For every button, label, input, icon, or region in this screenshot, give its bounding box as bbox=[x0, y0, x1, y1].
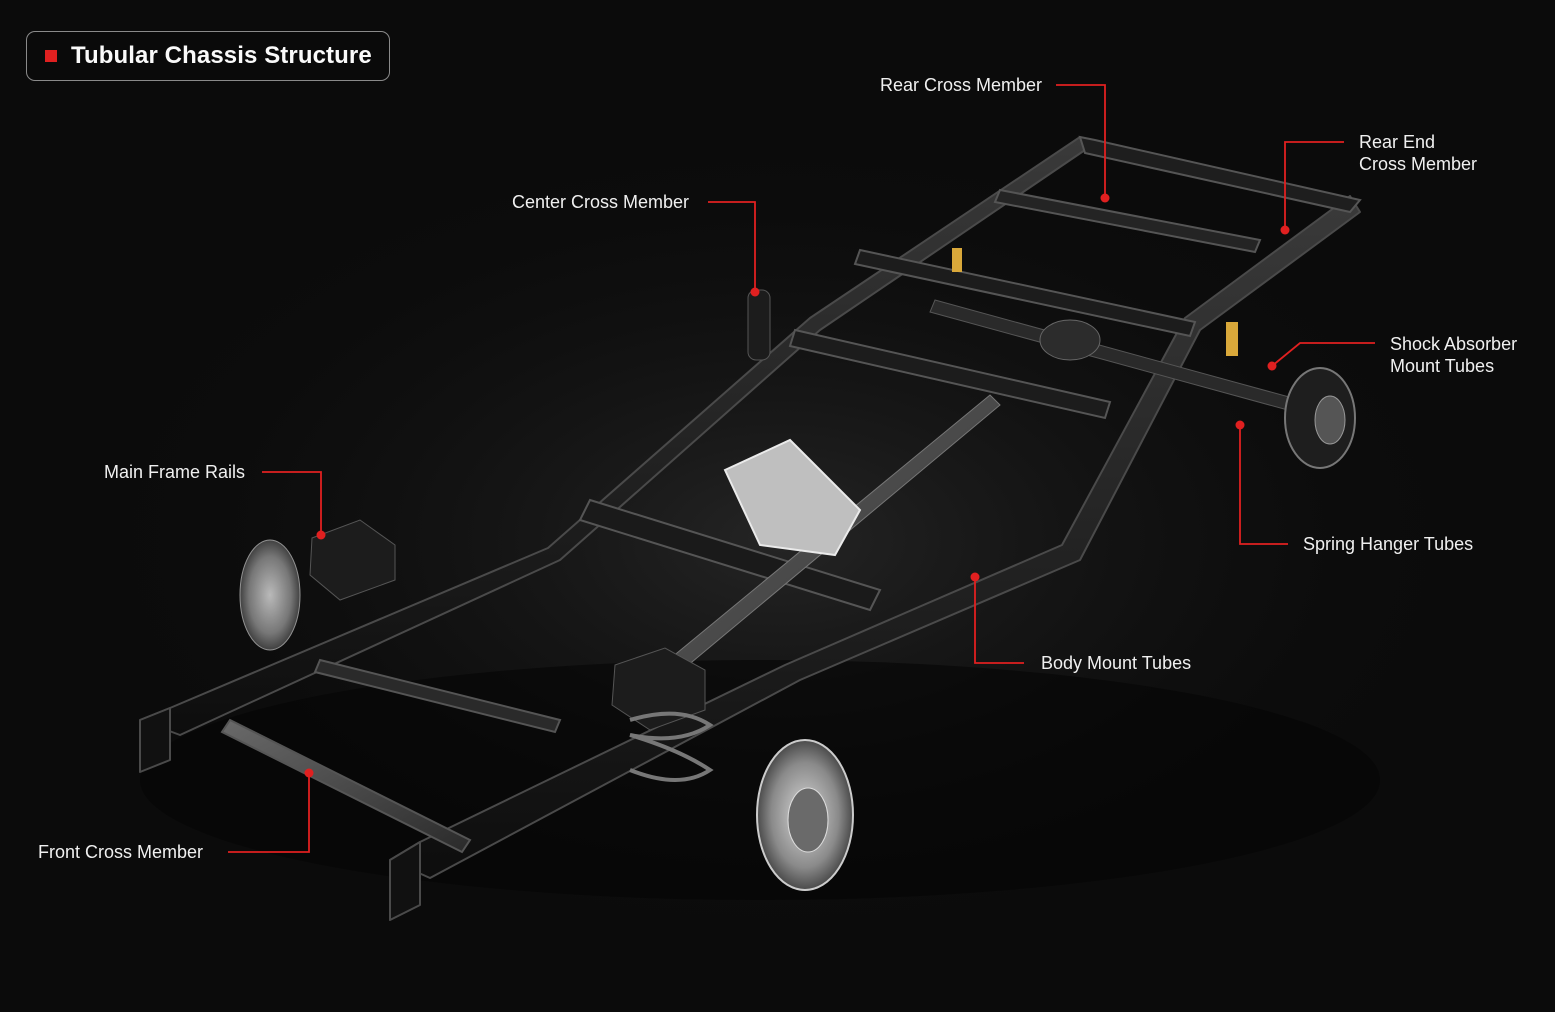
rear-shock-right bbox=[1226, 322, 1238, 356]
callout-rear-end-cross-member: Rear End Cross Member bbox=[1359, 131, 1477, 175]
front-right-wheel-hub bbox=[757, 740, 853, 890]
front-right-hub bbox=[788, 788, 828, 852]
dot-spring-hanger-tubes bbox=[1236, 421, 1245, 430]
front-left-wheel-hub bbox=[240, 540, 300, 650]
dot-body-mount-tubes bbox=[971, 573, 980, 582]
dot-rear-cross-member bbox=[1101, 194, 1110, 203]
front-left-rotor bbox=[240, 540, 300, 650]
differential bbox=[1040, 320, 1100, 360]
dot-shock-absorber-mount-tubes bbox=[1268, 362, 1277, 371]
rear-drum-hub bbox=[1315, 396, 1345, 444]
left-rail-side bbox=[140, 708, 170, 772]
rear-drum bbox=[1285, 368, 1355, 468]
dot-center-cross-member bbox=[751, 288, 760, 297]
callout-body-mount-tubes: Body Mount Tubes bbox=[1041, 652, 1191, 674]
title-panel: Tubular Chassis Structure bbox=[26, 31, 390, 81]
callout-rear-cross-member: Rear Cross Member bbox=[880, 74, 1042, 96]
callout-main-frame-rails: Main Frame Rails bbox=[104, 461, 245, 483]
rear-shock-left bbox=[952, 248, 962, 272]
dot-front-cross-member bbox=[305, 769, 314, 778]
callout-shock-absorber-mount-tubes: Shock Absorber Mount Tubes bbox=[1390, 333, 1517, 377]
center-post bbox=[748, 290, 770, 360]
callout-center-cross-member: Center Cross Member bbox=[512, 191, 689, 213]
title-marker-square bbox=[45, 50, 57, 62]
dot-rear-end-cross-member bbox=[1281, 226, 1290, 235]
page-title: Tubular Chassis Structure bbox=[71, 42, 372, 70]
callout-front-cross-member: Front Cross Member bbox=[38, 841, 203, 863]
dot-main-frame-rails bbox=[317, 531, 326, 540]
callout-spring-hanger-tubes: Spring Hanger Tubes bbox=[1303, 533, 1473, 555]
